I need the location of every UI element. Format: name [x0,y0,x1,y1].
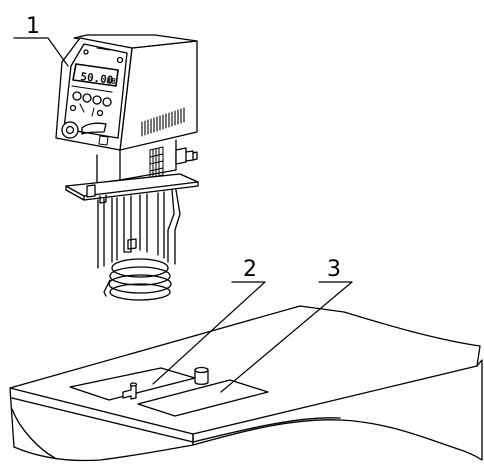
control-buttons [69,85,113,117]
lcd-temperature: 50.00 [80,70,114,87]
control-button[interactable] [102,97,112,107]
indicator-icon [83,49,89,55]
leader-line-3 [220,281,353,393]
vent-grille [141,107,185,137]
power-icon [116,56,124,64]
control-knob[interactable] [61,121,107,139]
pump-connector [175,147,198,165]
control-button[interactable] [69,104,77,112]
side-vent-block [149,146,164,179]
hose-fitting [122,382,138,400]
control-button[interactable] [96,109,104,117]
lcd-suffix: 88 [106,76,117,86]
callout-label-1: 1 [26,14,40,39]
lid-plate-3 [137,379,269,417]
control-button[interactable] [72,91,82,101]
callout-label-2: 2 [243,257,257,282]
bath-body [9,305,483,462]
leader-lines [13,37,353,393]
leader-line-1 [13,37,69,67]
leader-line-2 [152,281,266,385]
lcd-display [72,63,119,87]
control-button[interactable] [92,95,102,105]
heating-coil [103,258,172,301]
callout-label-3: 3 [327,257,341,282]
control-button[interactable] [82,93,92,103]
mounting-bridge [65,173,199,204]
plug-cap [194,366,209,385]
immersion-section [97,189,181,301]
